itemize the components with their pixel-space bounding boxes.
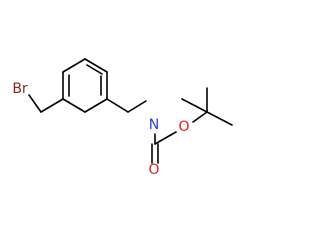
- ring-bond: [84, 98, 108, 113]
- ring-to-ch2-bond: [106, 98, 129, 113]
- ch2-to-n-bond: [127, 100, 147, 113]
- methyl-bond: [206, 111, 233, 126]
- tert-butyl-group: [181, 87, 233, 126]
- ring-bond: [84, 58, 108, 73]
- carbonyl-oxygen-atom-label: O: [148, 162, 159, 178]
- nitrogen-atom-label: N: [149, 117, 159, 133]
- ring-bond: [62, 58, 86, 73]
- bromine-atom-label: Br: [12, 81, 28, 97]
- carbamate-chain: N O O: [106, 98, 208, 178]
- ester-oxygen-atom-label: O: [178, 119, 189, 135]
- ch2-to-br-bond: [28, 94, 42, 113]
- ring-to-ch2-bond: [40, 98, 64, 113]
- chemical-structure-diagram: Br N O O: [12, 58, 233, 178]
- o-to-tert-carbon-bond: [192, 111, 208, 123]
- methyl-bond: [181, 98, 208, 113]
- ring-bond: [62, 98, 86, 113]
- carbonyl-c-o-bond: [154, 131, 177, 145]
- benzene-ring: [62, 58, 108, 113]
- bromomethyl-group: Br: [12, 81, 64, 113]
- ring-inner-double-bond: [86, 64, 103, 75]
